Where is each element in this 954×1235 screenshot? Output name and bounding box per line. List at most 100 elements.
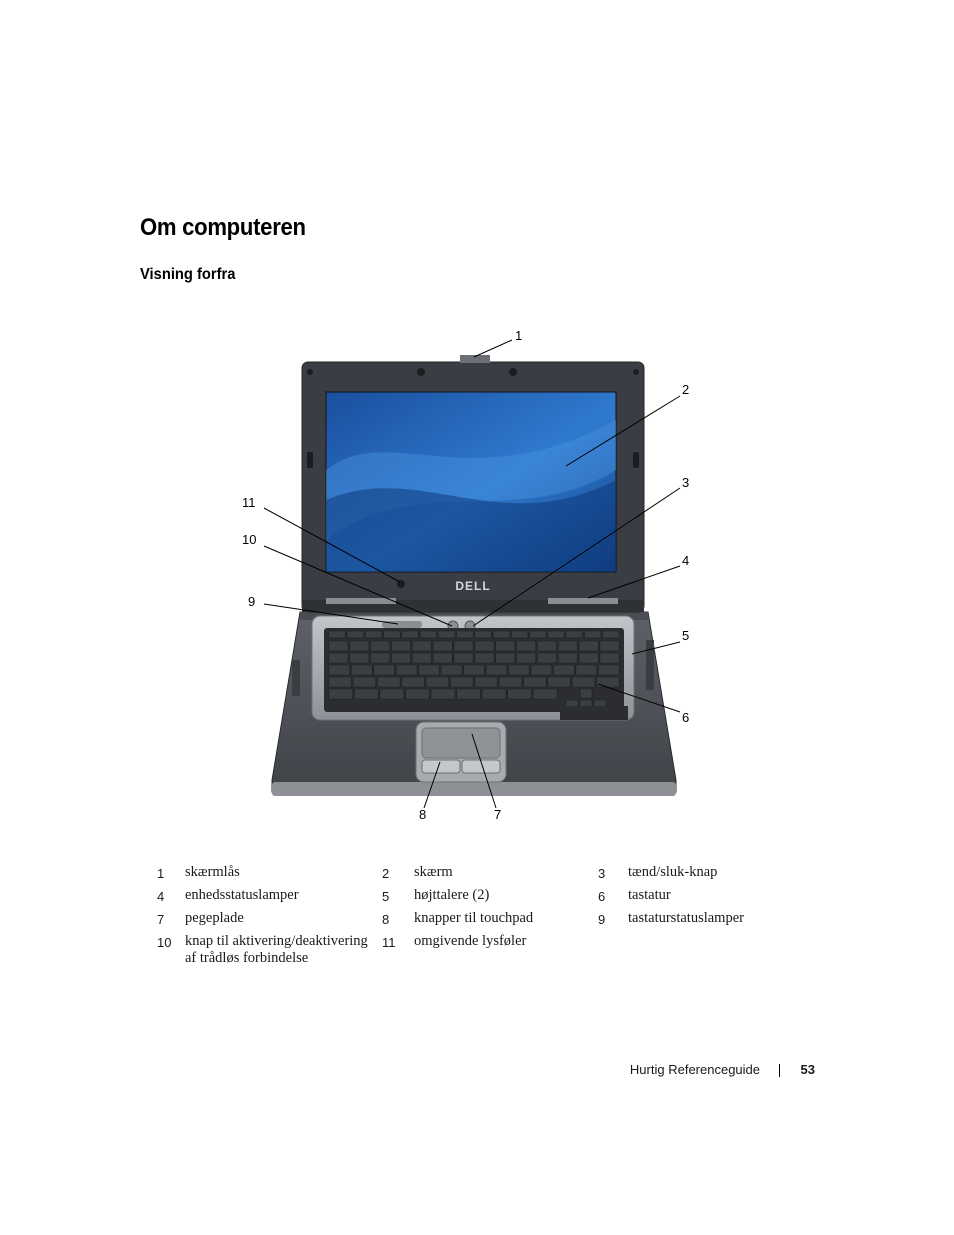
keyboard-key — [391, 640, 411, 652]
page-title: Om computeren — [140, 214, 306, 241]
keyboard-key — [516, 640, 537, 652]
legend-label: pegeplade — [185, 910, 244, 926]
keyboard-key — [474, 640, 495, 652]
speaker-left — [292, 660, 300, 696]
legend-label: tastatur — [628, 887, 671, 903]
keyboard-key — [346, 630, 365, 639]
speaker-right — [646, 640, 654, 690]
keyboard-key — [440, 664, 463, 676]
footer-title: Hurtig Referenceguide — [629, 1062, 760, 1077]
keyboard-key — [597, 664, 620, 676]
keyboard-key — [599, 640, 620, 652]
keyboard-key — [507, 688, 533, 700]
keyboard-key — [432, 652, 453, 664]
arrow-key — [579, 688, 593, 699]
keyboard-key — [450, 676, 474, 688]
callout-4: 4 — [682, 553, 689, 568]
callout-3: 3 — [682, 475, 689, 490]
callout-10: 10 — [242, 532, 256, 547]
keyboard-key — [437, 630, 456, 639]
callout-7: 7 — [494, 807, 501, 822]
keyboard-key — [352, 676, 377, 688]
keyboard-key — [474, 652, 495, 664]
legend-number: 5 — [382, 889, 390, 904]
legend-row: 10 knap til aktivering/deaktivering af t… — [150, 933, 790, 973]
callout-9: 9 — [248, 594, 255, 609]
keyboard-key — [328, 630, 346, 639]
keyboard-key — [453, 652, 474, 664]
legend-label: skærm — [414, 864, 453, 880]
legend-label: højttalere (2) — [414, 887, 490, 903]
legend-number: 7 — [157, 912, 165, 927]
legend-number: 11 — [382, 935, 396, 950]
page-footer: Hurtig Referenceguide 53 — [560, 1062, 815, 1082]
keyboard-key — [602, 630, 620, 639]
keyboard-key — [474, 676, 498, 688]
keyboard-key — [401, 630, 419, 639]
keyboard-key — [328, 676, 352, 688]
laptop-front-view-figure: DELL 1 2 3 4 5 6 7 8 9 10 11 — [242, 328, 689, 822]
keyboard-key — [401, 676, 425, 688]
keyboard-key — [453, 640, 474, 652]
keyboard-key — [530, 664, 553, 676]
keyboard-key — [349, 640, 370, 652]
keyboard-key — [395, 664, 418, 676]
keyboard-key — [495, 652, 516, 664]
keyboard-key — [516, 652, 537, 664]
keyboard-key — [553, 664, 575, 676]
keyboard-key — [578, 640, 599, 652]
keyboard-key — [364, 630, 383, 639]
callout-legend: 1 skærmlås 2 skærm 3 tænd/sluk-knap 4 en… — [150, 864, 790, 973]
touchpad-left-button — [421, 759, 461, 774]
keyboard-key — [418, 664, 440, 676]
keyboard-key — [537, 652, 558, 664]
legend-label: skærmlås — [185, 864, 240, 880]
keyboard-key — [370, 640, 391, 652]
callout-labels: 1 2 3 4 5 6 7 8 9 10 11 — [242, 328, 689, 822]
legend-number: 6 — [598, 889, 606, 904]
keyboard-key — [547, 676, 571, 688]
keyboard-key — [425, 676, 450, 688]
keyboard-key — [565, 630, 583, 639]
keyboard-key — [456, 688, 481, 700]
touchpad-right-button — [461, 759, 501, 774]
keyboard-key — [537, 640, 558, 652]
section-title: Visning forfra — [140, 266, 236, 283]
keyboard-key — [508, 664, 530, 676]
keyboard-key — [599, 652, 620, 664]
callout-6: 6 — [682, 710, 689, 725]
keyboard-key — [370, 652, 391, 664]
keyboard-key — [328, 640, 349, 652]
legend-row: 4 enhedsstatuslamper 5 højttalere (2) 6 … — [150, 887, 790, 910]
keyboard-key — [328, 688, 354, 700]
keyboard-key — [391, 652, 411, 664]
keyboard-key — [498, 676, 523, 688]
keyboard-key — [557, 640, 578, 652]
callout-1: 1 — [515, 328, 522, 343]
keyboard-key — [523, 676, 547, 688]
keyboard-key — [419, 630, 438, 639]
keyboard-key — [405, 688, 430, 700]
keyboard-key — [456, 630, 474, 639]
legend-row: 7 pegeplade 8 knapper til touchpad 9 tas… — [150, 910, 790, 933]
legend-label: enhedsstatuslamper — [185, 887, 299, 903]
keyboard-key — [432, 640, 453, 652]
legend-label: knap til aktivering/deaktivering af tråd… — [185, 933, 368, 966]
keyboard-key — [495, 640, 516, 652]
legend-number: 3 — [598, 866, 606, 881]
keyboard-key — [354, 688, 379, 700]
legend-number: 10 — [157, 935, 172, 950]
keyboard-key — [557, 652, 578, 664]
keyboard-key — [328, 652, 349, 664]
legend-number: 4 — [157, 889, 165, 904]
keyboard-key — [575, 664, 598, 676]
keyboard-key — [373, 664, 395, 676]
keyboard-key — [411, 652, 432, 664]
keyboard-key — [485, 664, 508, 676]
keyboard-key — [529, 630, 547, 639]
keyboard-key — [492, 630, 511, 639]
keyboard-key — [350, 664, 373, 676]
legend-label: tastaturstatuslamper — [628, 910, 744, 926]
dell-logo: DELL — [455, 579, 490, 593]
legend-label: omgivende lysføler — [414, 933, 527, 949]
